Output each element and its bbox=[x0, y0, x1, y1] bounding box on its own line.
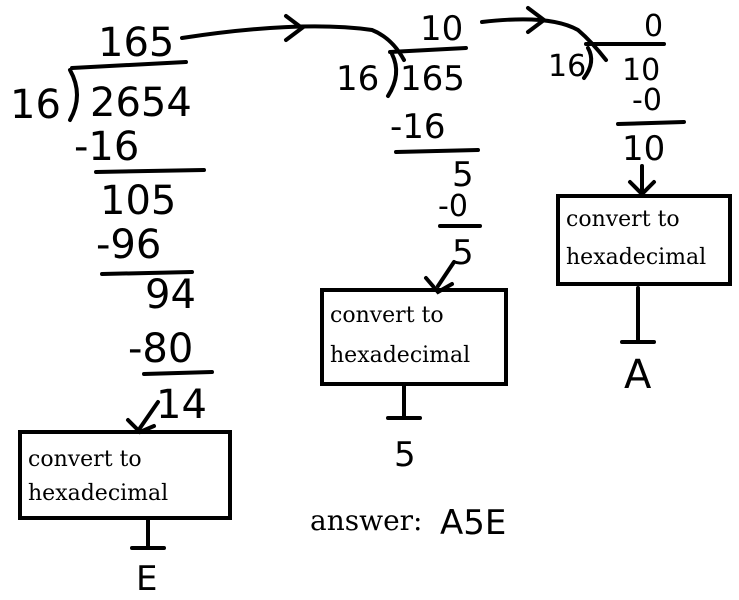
division-1-dividend: 2654 bbox=[90, 80, 192, 126]
division-2-box-line-2: hexadecimal bbox=[330, 343, 470, 368]
division-1-rule-3 bbox=[142, 370, 214, 376]
division-1-step-4: 94 bbox=[145, 272, 196, 318]
division-3-quotient: 0 bbox=[644, 9, 663, 44]
carry-arrow-1 bbox=[180, 24, 406, 62]
answer-label: answer: bbox=[310, 504, 422, 537]
division-2-step-1: -16 bbox=[390, 107, 446, 147]
carry-arrow-1-head bbox=[284, 14, 306, 42]
division-3-rule-1 bbox=[616, 120, 686, 126]
division-1-quotient: 165 bbox=[98, 20, 174, 66]
division-3-dividend: 10 bbox=[622, 53, 660, 88]
division-3: 0 16 10 -0 10 convert to hexadecimal A bbox=[548, 9, 732, 398]
division-1-divisor: 16 bbox=[10, 82, 61, 128]
division-2-divisor: 16 bbox=[336, 59, 379, 99]
division-1-step-2: 105 bbox=[100, 178, 176, 224]
division-1-rule-2 bbox=[100, 270, 194, 276]
carry-arrow-2-head bbox=[526, 6, 548, 34]
division-2-bracket bbox=[386, 52, 399, 98]
division-1-step-1: -16 bbox=[74, 124, 139, 170]
division-2-step-2: 5 bbox=[452, 155, 474, 195]
division-1: 165 16 2654 -16 105 -96 94 -80 14 conver… bbox=[10, 20, 232, 599]
division-1-box-line-1: convert to bbox=[28, 447, 142, 472]
division-2-convert-box bbox=[320, 288, 508, 386]
division-2-step-3: -0 bbox=[438, 189, 468, 224]
division-1-remainder: 14 bbox=[156, 382, 207, 428]
division-1-step-3: -96 bbox=[96, 222, 161, 268]
division-2: 10 16 165 -16 5 -0 5 convert to hexadeci… bbox=[320, 9, 508, 475]
division-3-remainder: 10 bbox=[622, 129, 665, 169]
division-2-vinculum bbox=[388, 46, 468, 54]
division-1-step-5: -80 bbox=[128, 326, 193, 372]
carry-arrow-2 bbox=[480, 17, 608, 62]
division-2-result: 5 bbox=[394, 435, 416, 475]
division-3-box-line-1: convert to bbox=[566, 207, 680, 232]
division-1-result: E bbox=[136, 559, 157, 599]
division-3-divisor: 16 bbox=[548, 49, 586, 84]
division-3-step-1: -0 bbox=[632, 83, 662, 118]
division-1-rule-1 bbox=[94, 168, 206, 174]
division-2-arrow-to-box bbox=[436, 260, 456, 288]
division-3-bracket bbox=[582, 46, 594, 80]
answer-value: A5E bbox=[440, 503, 506, 543]
division-2-remainder: 5 bbox=[452, 233, 474, 273]
division-3-box-line-2: hexadecimal bbox=[566, 245, 706, 270]
division-1-convert-box bbox=[18, 430, 232, 520]
division-2-box-line-1: convert to bbox=[330, 303, 444, 328]
division-1-bracket bbox=[68, 68, 79, 122]
division-1-vinculum bbox=[70, 60, 188, 70]
division-3-convert-box bbox=[556, 194, 732, 286]
division-2-quotient: 10 bbox=[420, 9, 463, 49]
division-1-arrow-to-box bbox=[138, 400, 160, 430]
division-2-rule-1 bbox=[394, 148, 480, 154]
division-3-result: A bbox=[624, 352, 652, 398]
division-2-dividend: 165 bbox=[400, 59, 465, 99]
division-1-box-line-2: hexadecimal bbox=[28, 481, 168, 506]
